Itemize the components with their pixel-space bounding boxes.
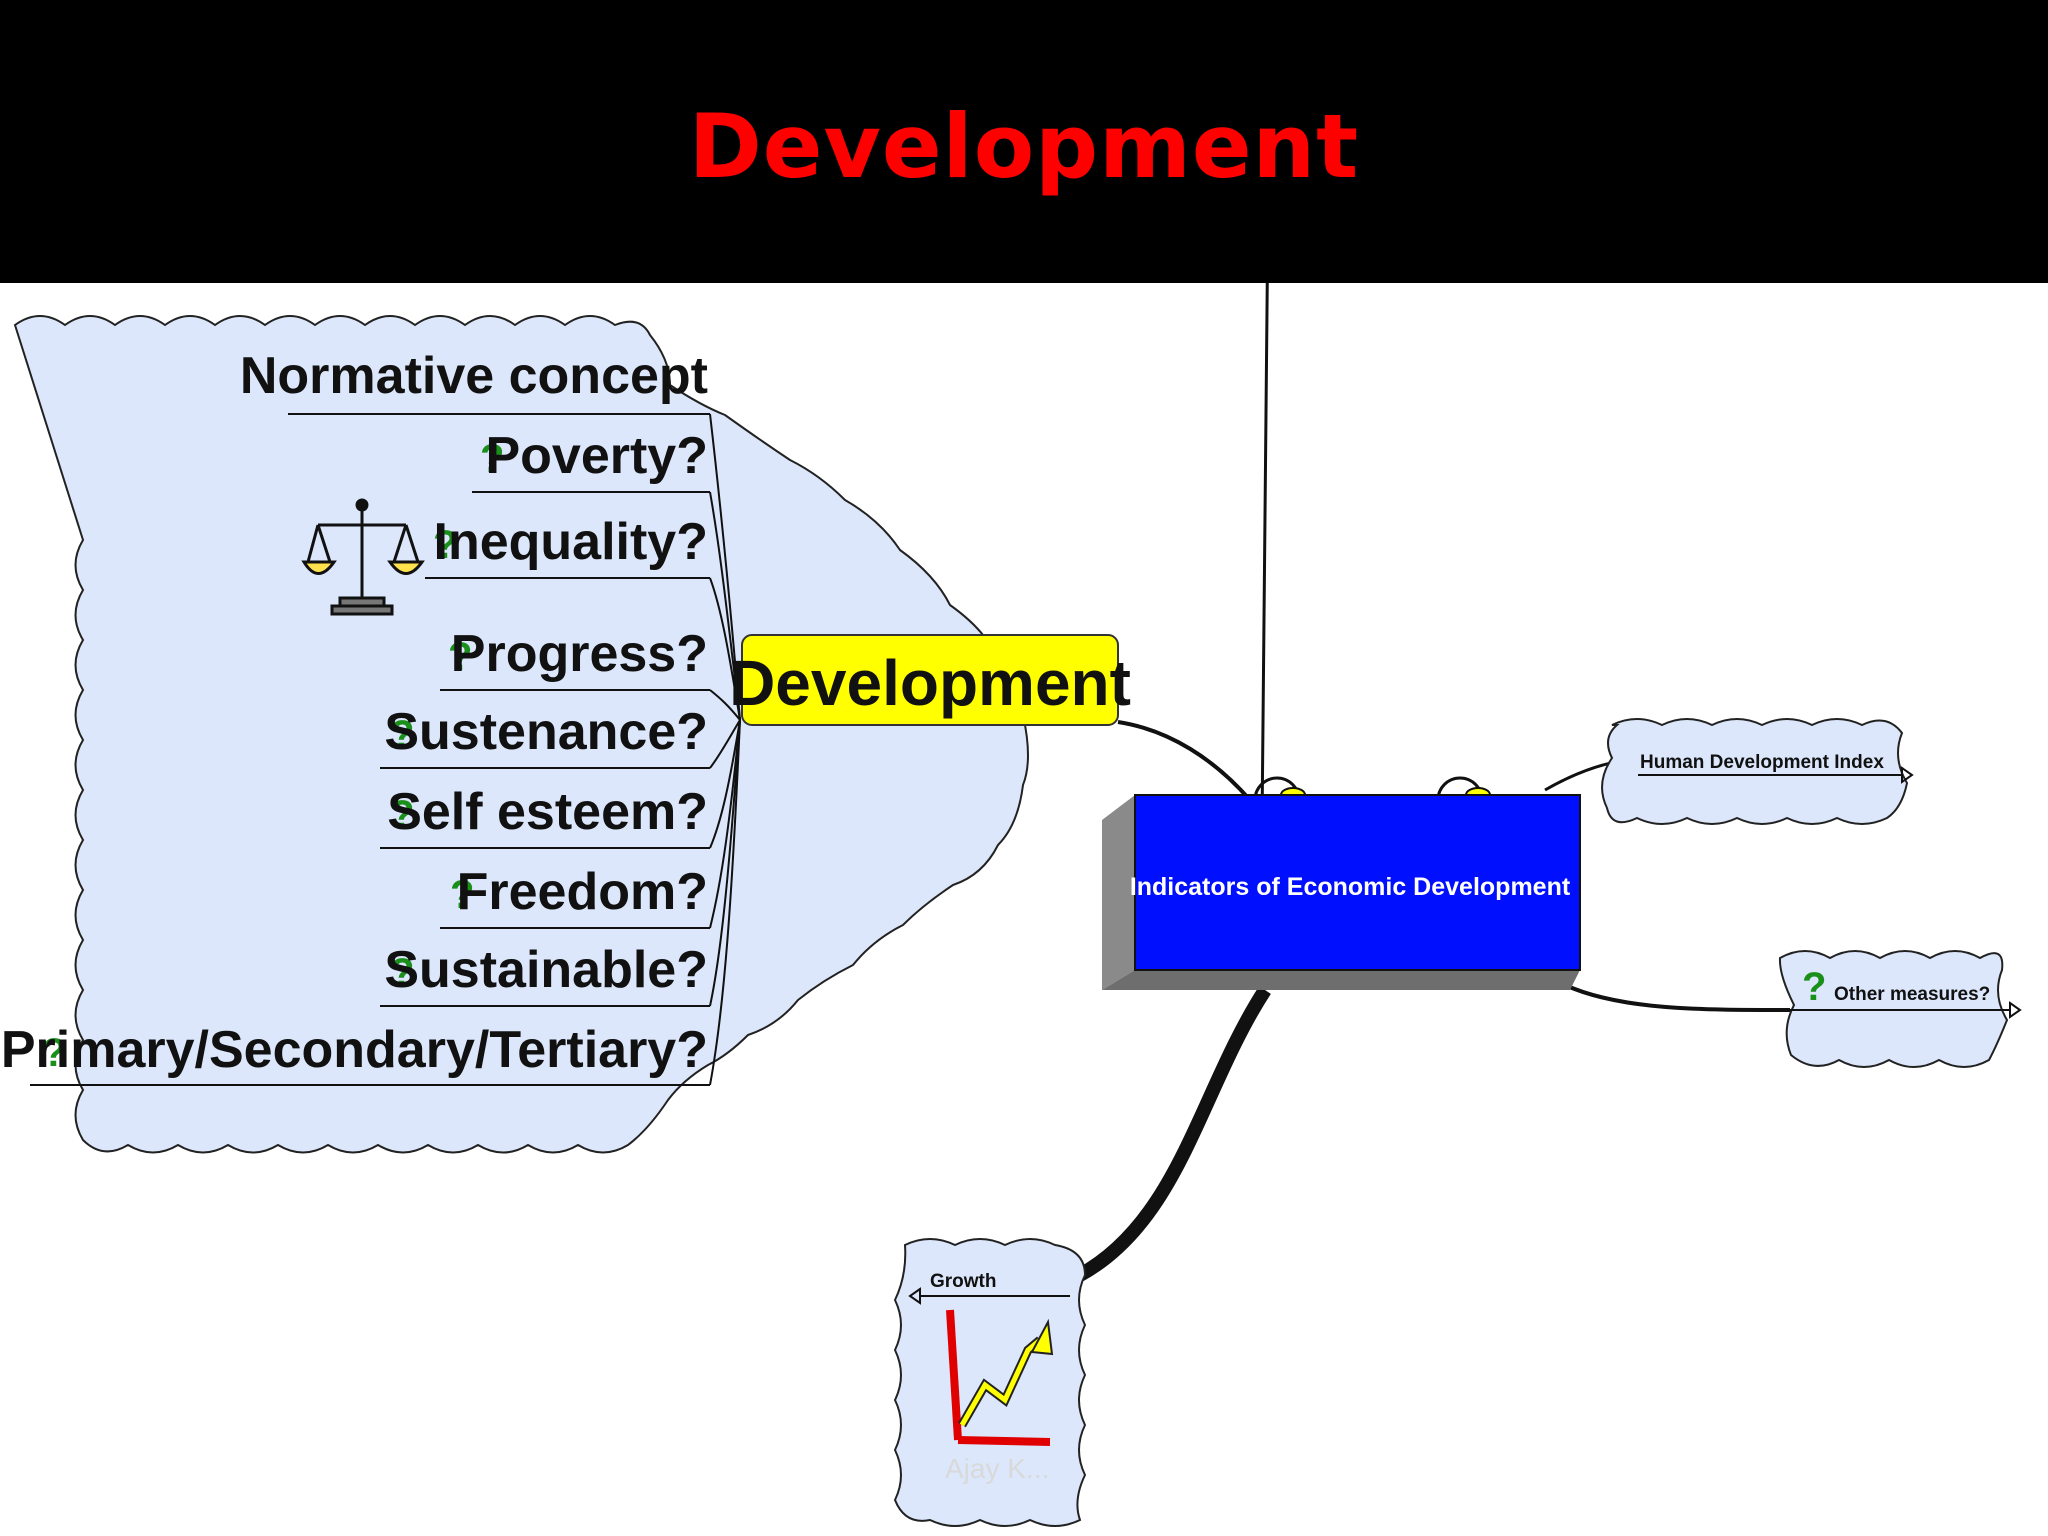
growth-label: Growth	[930, 1271, 997, 1292]
cloud-item-self-esteem: Self esteem?	[387, 783, 708, 841]
cloud-item-sustenance: Sustenance?	[384, 703, 708, 761]
mind-map-diagram: Normative concept ? Poverty? ? Inequalit…	[1, 283, 2022, 1527]
central-topic: Development	[729, 647, 1131, 719]
question-icon: ?	[433, 523, 457, 567]
cloud-item-freedom: Freedom?	[457, 863, 708, 921]
diagram-canvas: Normative concept ? Poverty? ? Inequalit…	[0, 283, 2048, 1536]
question-icon: ?	[390, 793, 414, 837]
cloud-items: Normative concept ? Poverty? ? Inequalit…	[1, 347, 708, 1079]
central-topic-box	[741, 634, 1119, 726]
arrow-head-icon	[2009, 1001, 2022, 1019]
indicators-box	[1102, 794, 1581, 990]
cloud-item-sustainable: Sustainable?	[384, 941, 708, 999]
watermark: Ajay K...	[945, 1453, 1049, 1484]
arrow-head-icon	[908, 1287, 921, 1305]
arrow-head-icon	[1901, 766, 1914, 784]
hdi-cloud	[1601, 718, 1909, 825]
branch-lines	[30, 413, 741, 1086]
question-icon: ?	[390, 713, 414, 757]
cloud-item-inequality: Inequality?	[434, 513, 708, 571]
hdi-label: Human Development Index	[1640, 752, 1884, 773]
indicators-box-title: Indicators of Economic Development	[1130, 873, 1571, 901]
question-icon: ?	[42, 1031, 66, 1075]
title-bar: Development	[0, 0, 2048, 283]
growth-cloud	[893, 1238, 1087, 1527]
growth-chart-icon	[946, 1309, 1054, 1446]
cloud-item-poverty: Poverty?	[485, 427, 708, 485]
cloud-item-sectors: Primary/Secondary/Tertiary?	[1, 1021, 708, 1079]
slide-title: Development	[688, 95, 1360, 198]
question-icon: ?	[1802, 965, 1826, 1009]
question-icon: ?	[448, 635, 472, 679]
cloud-item-normative-concept: Normative concept	[240, 347, 708, 405]
light-bulb-icon	[1253, 283, 1327, 827]
left-cloud	[13, 315, 1029, 1154]
question-icon: ?	[480, 437, 504, 481]
connectors	[1076, 720, 1791, 1282]
question-icon: ?	[450, 873, 474, 917]
balance-scale-icon	[301, 498, 425, 616]
question-icon: ?	[390, 951, 414, 995]
cloud-item-progress: Progress?	[451, 625, 708, 683]
other-measures-label: Other measures?	[1834, 984, 1990, 1005]
